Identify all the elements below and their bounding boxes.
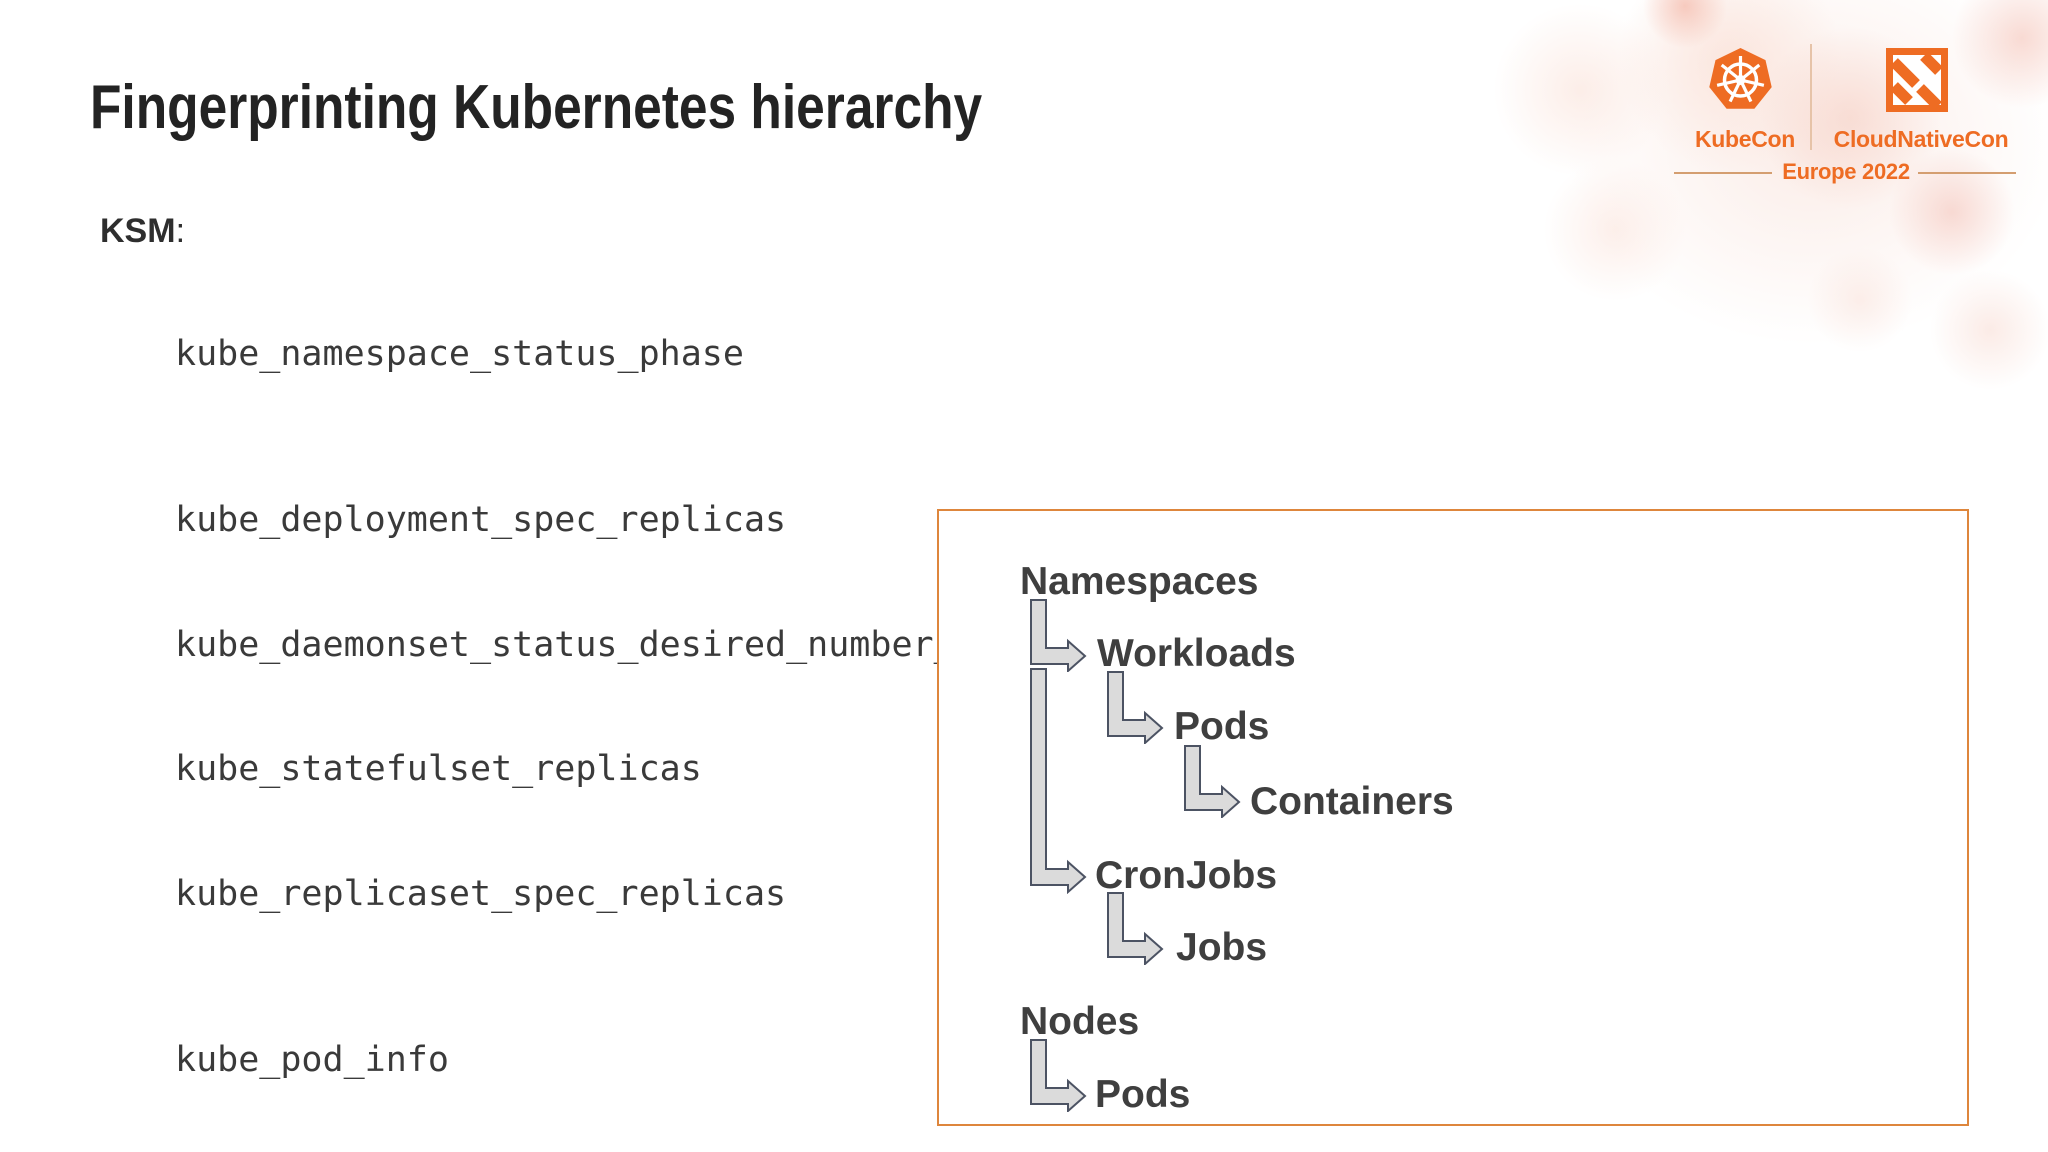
node-label-containers: Containers <box>1250 780 1454 823</box>
elbow-arrow-icon <box>1030 668 1087 894</box>
edition-label: Europe 2022 <box>1782 159 1910 184</box>
node-label-namespaces: Namespaces <box>1020 560 1259 603</box>
kubecon-wordmark: KubeCon <box>1694 126 1796 152</box>
node-label-workloads: Workloads <box>1097 632 1296 675</box>
ksm-heading: KSM: <box>100 212 185 251</box>
elbow-arrow-icon <box>1030 599 1087 672</box>
metric-line: kube_pod_info <box>175 1039 449 1080</box>
node-label-node-pods: Pods <box>1095 1073 1191 1116</box>
metric-line: kube_namespace_status_phase <box>175 334 744 374</box>
metric-line: kube_deployment_spec_replicas <box>175 500 787 540</box>
elbow-arrow-icon <box>1107 671 1164 744</box>
elbow-arrow-icon <box>1184 745 1241 818</box>
ksm-heading-colon: : <box>175 212 186 250</box>
metric-line: kube_statefulset_replicas <box>175 749 702 789</box>
cloudnativecon-wordmark: CloudNativeCon <box>1833 126 2009 152</box>
edition-rule-left <box>1674 172 1772 174</box>
edition-rule-right <box>1918 172 2016 174</box>
node-label-cronjobs: CronJobs <box>1095 854 1278 897</box>
node-label-jobs: Jobs <box>1176 926 1268 969</box>
hierarchy-diagram-box: Namespaces Workloads Pods Containers Cro… <box>937 509 1969 1126</box>
page-title: Fingerprinting Kubernetes hierarchy <box>90 73 983 142</box>
kubernetes-helm-icon <box>1709 48 1772 109</box>
cloudnativecon-logo-icon <box>1886 48 1948 112</box>
brand-divider <box>1810 44 1812 150</box>
elbow-arrow-icon <box>1030 1039 1087 1112</box>
node-label-pods: Pods <box>1174 705 1270 748</box>
elbow-arrow-icon <box>1107 892 1164 965</box>
metric-line: kube_replicaset_spec_replicas <box>175 873 787 914</box>
ksm-heading-label: KSM <box>100 212 176 250</box>
node-label-nodes: Nodes <box>1020 1000 1140 1043</box>
